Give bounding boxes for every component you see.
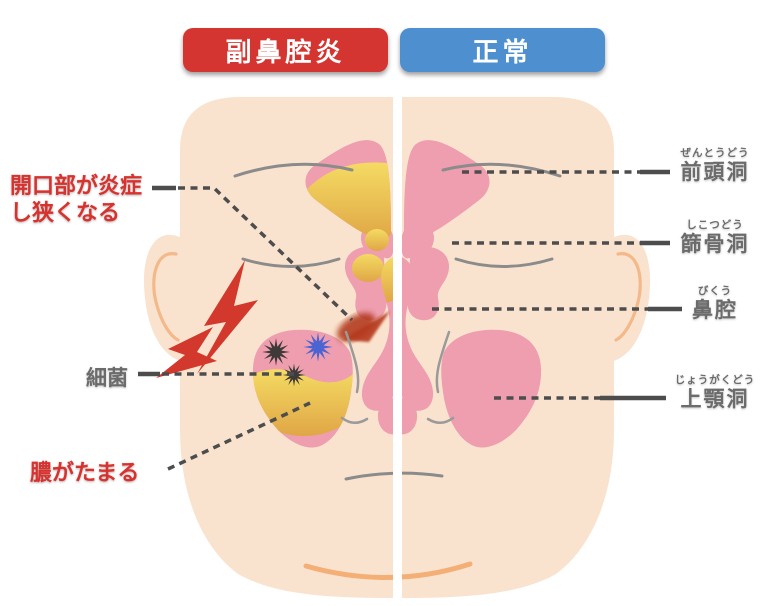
- eyebrow-left: [233, 162, 354, 178]
- facial-lines: [233, 162, 562, 581]
- nose-side-left: [344, 330, 360, 394]
- frontal-sinus-kanji: 前頭洞: [680, 161, 750, 184]
- nose-base-left: [340, 416, 369, 424]
- eye-left: [241, 257, 341, 268]
- maxillary-sinus-furigana: じょうがくどう: [674, 374, 756, 386]
- normal-header-button[interactable]: 正常: [400, 28, 605, 72]
- frontal-sinus-furigana: ぜんとうどう: [680, 147, 750, 159]
- ethmoid-sinus-furigana: しこつどう: [686, 219, 744, 231]
- label-bacteria: 細菌: [86, 367, 128, 390]
- label-opening-line1: 開口部が炎症: [10, 173, 143, 198]
- infected-sinuses: [252, 140, 396, 448]
- eye-right: [454, 257, 554, 268]
- nostril-curl-left: [377, 398, 396, 435]
- nose-base-right: [426, 416, 455, 424]
- label-pus: 膿がたまる: [30, 460, 140, 485]
- ears: [143, 234, 651, 362]
- ethmoid-sinus-kanji: 篩骨洞: [680, 233, 750, 256]
- maxillary-sinus-right: [441, 329, 542, 448]
- chin-crease: [303, 561, 473, 581]
- pointer-opening: [178, 186, 354, 322]
- divider-line: [393, 85, 402, 598]
- eyebrow-right: [441, 162, 562, 178]
- pain-lightning-icon: [156, 260, 258, 378]
- label-maxillary-sinus: じょうがくどう 上顎洞: [668, 374, 762, 412]
- sinusitis-header-button[interactable]: 副鼻腔炎: [183, 28, 388, 72]
- label-opening-inflamed: 開口部が炎症 し狭くなる: [10, 172, 142, 226]
- nose-side-right: [435, 330, 451, 394]
- label-frontal-sinus: ぜんとうどう 前頭洞: [668, 147, 762, 185]
- nasal-cavity-kanji: 鼻腔: [692, 299, 738, 322]
- nasal-cavity-furigana: びくう: [697, 285, 733, 297]
- ear-inner-lines: [152, 252, 642, 342]
- label-ethmoid-sinus: しこつどう 篩骨洞: [668, 219, 762, 257]
- pointer-pus: [167, 401, 311, 471]
- ethmoid-sinus-right: [407, 246, 450, 321]
- normal-sinuses: [399, 140, 542, 448]
- maxillary-sinus-kanji: 上顎洞: [680, 388, 750, 411]
- label-opening-line2: し狭くなる: [10, 200, 121, 225]
- pointer-lines: [138, 169, 682, 471]
- nasal-cavity-right: [399, 256, 434, 411]
- label-nasal-cavity: びくう 鼻腔: [668, 285, 762, 323]
- nostril-curl-right: [399, 398, 418, 435]
